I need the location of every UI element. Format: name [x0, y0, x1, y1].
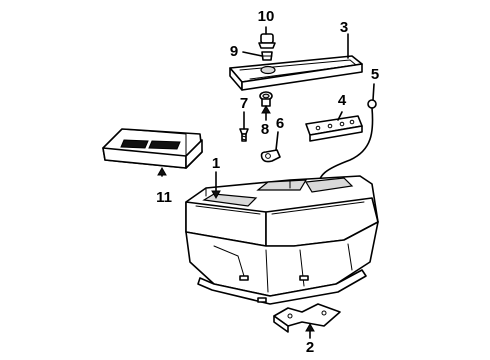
callout-9: 9: [230, 43, 238, 60]
callout-7: 7: [240, 95, 248, 112]
screw: [239, 128, 249, 142]
latch: [261, 51, 273, 61]
callout-1: 1: [212, 155, 220, 172]
switch-bezel: [102, 128, 203, 169]
arrow-11: [157, 166, 167, 176]
arrow-8: [261, 104, 271, 114]
console-housing: [185, 175, 379, 305]
retainer: [259, 91, 273, 107]
callout-8: 8: [261, 121, 269, 138]
callout-2: 2: [306, 339, 314, 356]
clip: [260, 149, 281, 163]
callout-6: 6: [276, 115, 284, 132]
arrow-2: [305, 322, 315, 332]
mounting-bracket: [273, 303, 341, 333]
callout-10: 10: [258, 8, 275, 25]
lid-panel: [229, 55, 363, 91]
callout-3: 3: [340, 19, 348, 36]
latch-button: [258, 33, 276, 49]
callout-11: 11: [156, 189, 172, 206]
callout-5: 5: [371, 66, 379, 83]
hinge-plate: [305, 115, 363, 142]
arrow-1: [211, 190, 221, 200]
callout-4: 4: [338, 92, 347, 109]
